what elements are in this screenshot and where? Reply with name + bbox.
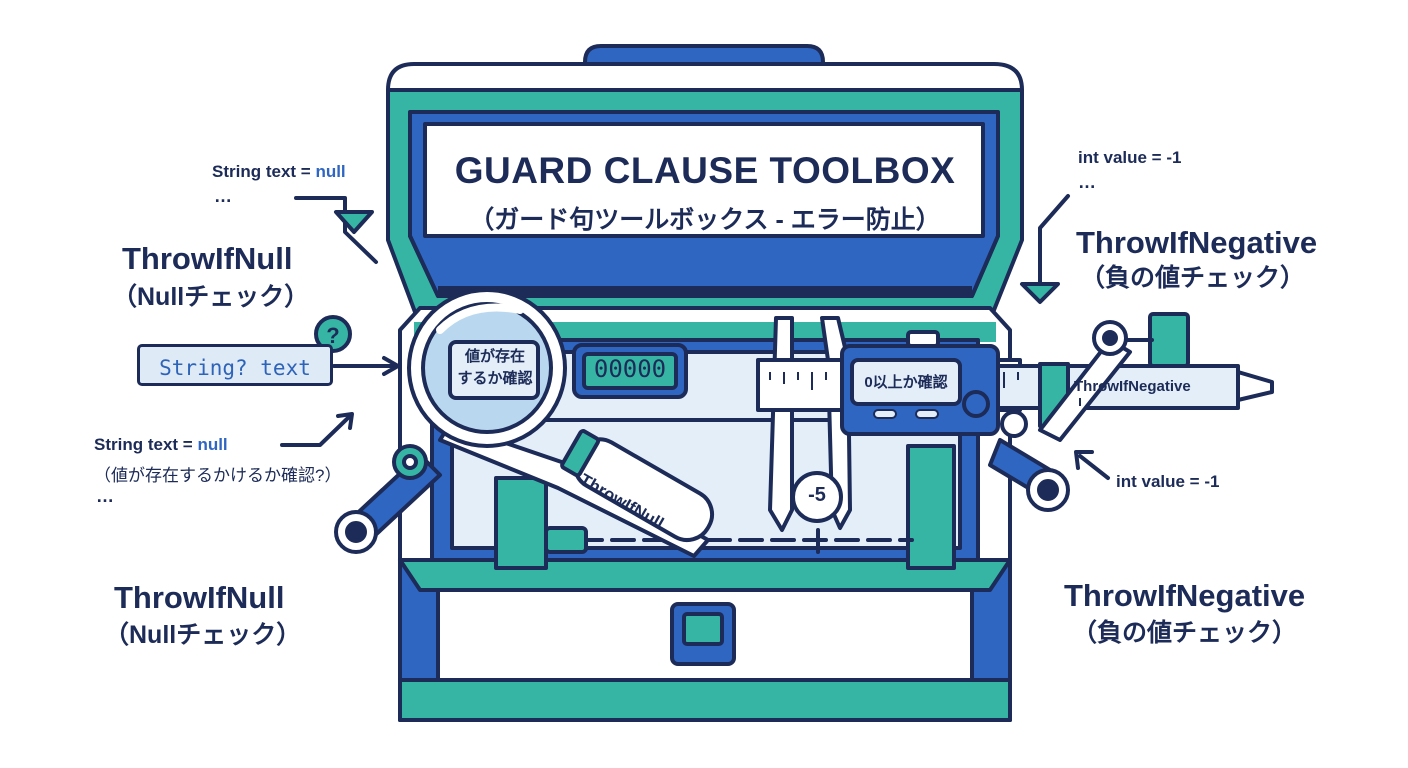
caliper-display: 0以上か確認 xyxy=(864,374,948,391)
toolbox-subtitle: （ガード句ツールボックス - エラー防止） xyxy=(469,206,941,234)
arrow-right-top xyxy=(1020,194,1070,304)
left-heading-2-sub: （Nullチェック） xyxy=(104,621,302,649)
left-mid-note: （値が存在するかけるか確認?） xyxy=(94,466,342,485)
right-top-dots: … xyxy=(1078,172,1098,192)
toolbox-latch[interactable] xyxy=(670,602,736,666)
left-heading-1-sub: （Nullチェック） xyxy=(112,283,310,311)
left-mid-code: String text = null xyxy=(94,435,228,454)
arrow-codebox xyxy=(332,356,400,376)
left-hinge xyxy=(334,444,442,554)
code-box-string: String? text xyxy=(137,344,333,386)
right-heading-2: ThrowIfNegative xyxy=(1064,578,1306,613)
magnifier[interactable] xyxy=(407,288,721,558)
right-heading-1: ThrowIfNegative xyxy=(1076,225,1318,260)
left-top-dots: … xyxy=(214,186,234,206)
magnifier-lens-text: 値が存在 するか確認 xyxy=(457,348,533,387)
arrow-lid-left xyxy=(294,196,378,264)
help-icon: ? xyxy=(326,323,340,348)
toolbox-title: GUARD CLAUSE TOOLBOX xyxy=(454,150,956,191)
toolbox-lid xyxy=(386,62,1024,322)
magnifier-display: 00000 xyxy=(593,355,667,383)
right-heading-1-sub: （負の値チェック） xyxy=(1080,264,1306,292)
left-heading-1: ThrowIfNull xyxy=(122,241,293,276)
left-top-code: String text = null xyxy=(212,162,346,181)
right-top-code: int value = -1 xyxy=(1078,148,1182,167)
caliper-measured-value: -5 xyxy=(808,484,826,506)
right-block xyxy=(906,444,956,570)
left-heading-2: ThrowIfNull xyxy=(114,580,285,615)
right-hinge xyxy=(988,438,1070,512)
right-heading-2-sub: （負の値チェック） xyxy=(1072,619,1298,647)
left-mid-dots: … xyxy=(96,486,116,506)
arrow-left-mid xyxy=(280,412,354,447)
right-mid-code: int value = -1 xyxy=(1116,472,1220,491)
caliper-scale-label: ThrowIfNegative xyxy=(1074,378,1191,395)
help-badge xyxy=(314,315,352,353)
arrow-right-mid xyxy=(1074,450,1110,480)
left-block xyxy=(494,476,548,570)
caliper[interactable] xyxy=(756,312,1274,532)
